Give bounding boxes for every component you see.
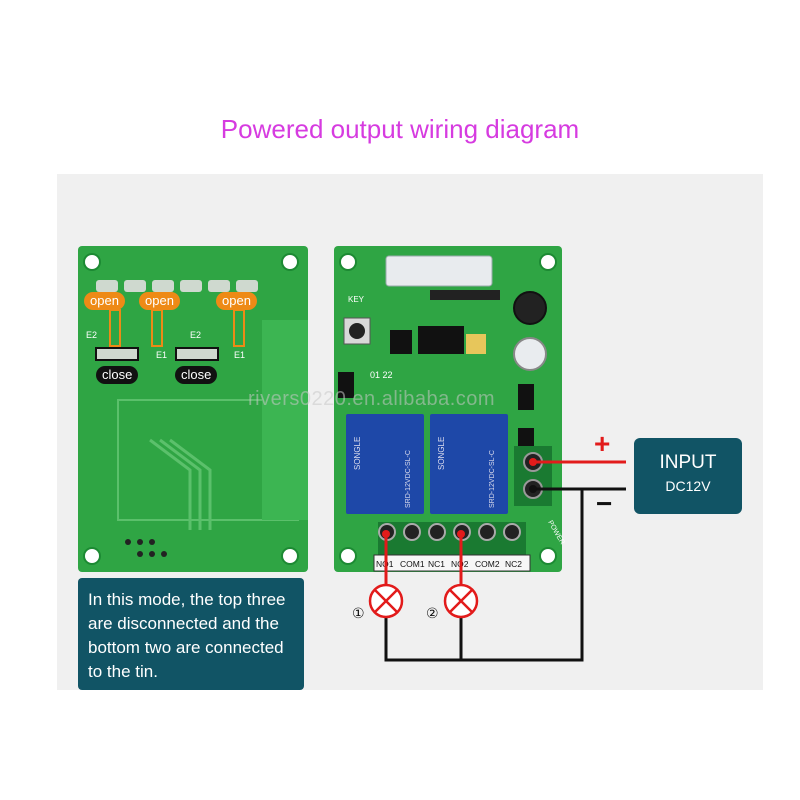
terminal-com2: COM2 — [475, 559, 500, 569]
relay2-brand: SONGLE — [437, 437, 446, 470]
label-code: 01 22 — [370, 370, 393, 380]
label-e2-left: E2 — [86, 330, 97, 340]
label-e2-mid: E2 — [190, 330, 201, 340]
input-label: INPUT — [659, 452, 717, 473]
wires — [382, 458, 626, 662]
relay2-model: SRD-12VDC-SL-C — [489, 450, 496, 508]
board-back: E2 E1 E2 E1 — [78, 246, 308, 572]
label-e1-right: E1 — [234, 350, 245, 360]
watermark: rivers0220.en.alibaba.com — [248, 388, 496, 410]
page-title: Powered output wiring diagram — [220, 114, 580, 144]
terminal-com1: COM1 — [400, 559, 425, 569]
minus-sign: − — [596, 488, 613, 519]
label-key: KEY — [348, 295, 365, 304]
terminal-nc2: NC2 — [505, 559, 522, 569]
close-tag-1: close — [96, 366, 139, 384]
relay1-brand: SONGLE — [353, 437, 362, 470]
input-box: INPUT DC12V — [634, 438, 742, 514]
lamp-2-icon — [443, 583, 479, 619]
plus-sign: + — [594, 428, 611, 459]
mode-note: In this mode, the top three are disconne… — [78, 578, 304, 690]
label-e1-left: E1 — [156, 350, 167, 360]
open-tag-3: open — [216, 292, 257, 310]
lamp-1-icon — [368, 583, 404, 619]
open-tag-1: open — [84, 292, 125, 310]
close-tag-2: close — [175, 366, 218, 384]
terminal-nc1: NC1 — [428, 559, 445, 569]
relay1-model: SRD-12VDC-SL-C — [405, 450, 412, 508]
input-voltage: DC12V — [665, 478, 711, 494]
open-tag-2: open — [139, 292, 180, 310]
load-number-2: ② — [426, 606, 439, 622]
load-number-1: ① — [352, 606, 365, 622]
